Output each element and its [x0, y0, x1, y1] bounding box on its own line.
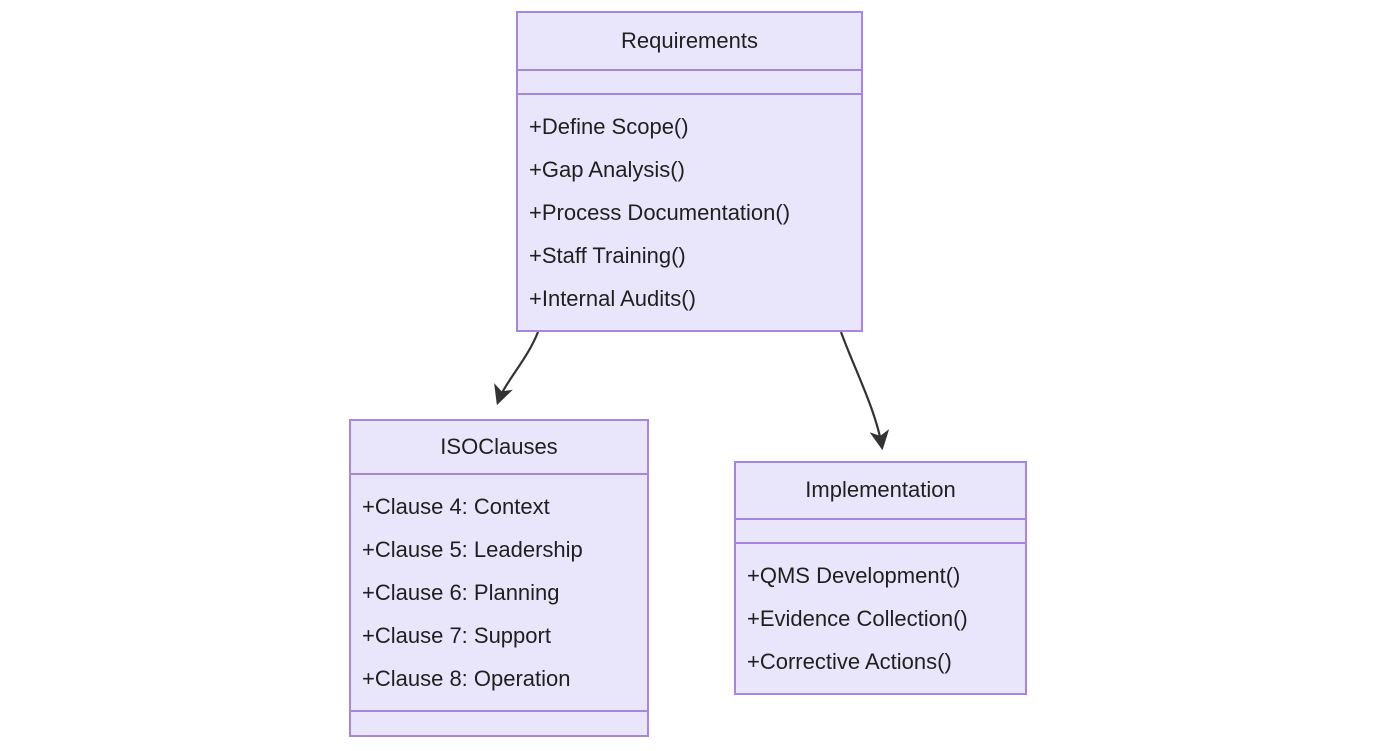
class-member: +Corrective Actions(): [747, 649, 952, 674]
class-member: +Internal Audits(): [529, 286, 696, 311]
uml-class-isoclauses[interactable]: ISOClauses +Clause 4: Context +Clause 5:…: [349, 419, 649, 737]
attributes-compartment-implementation: [736, 520, 1025, 542]
methods-compartment-requirements: +Define Scope() +Gap Analysis() +Process…: [518, 95, 861, 330]
class-member: +Clause 4: Context: [362, 494, 550, 519]
attributes-compartment-isoclauses: +Clause 4: Context +Clause 5: Leadership…: [351, 475, 647, 710]
uml-class-implementation[interactable]: Implementation +QMS Development() +Evide…: [734, 461, 1027, 695]
compartment-divider: [518, 93, 861, 95]
compartment-divider: [351, 710, 647, 712]
class-title-implementation: Implementation: [805, 477, 956, 503]
class-member: +QMS Development(): [747, 563, 961, 588]
uml-class-requirements[interactable]: Requirements +Define Scope() +Gap Analys…: [516, 11, 863, 332]
compartment-divider: [736, 542, 1025, 544]
compartment-divider: [351, 473, 647, 475]
methods-compartment-implementation: +QMS Development() +Evidence Collection(…: [736, 544, 1025, 693]
class-member: +Process Documentation(): [529, 200, 791, 225]
compartment-divider: [736, 518, 1025, 520]
class-member: +Staff Training(): [529, 243, 686, 268]
edge-requirements-isoclauses: [494, 331, 540, 406]
class-member: +Evidence Collection(): [747, 606, 968, 631]
class-member: +Define Scope(): [529, 114, 689, 139]
class-member: +Clause 8: Operation: [362, 666, 571, 691]
methods-compartment-isoclauses: [351, 712, 647, 734]
class-member: +Clause 6: Planning: [362, 580, 560, 605]
class-title-isoclauses: ISOClauses: [440, 433, 558, 459]
class-member: +Gap Analysis(): [529, 157, 685, 182]
compartment-divider: [518, 69, 861, 71]
class-member: +Clause 7: Support: [362, 623, 551, 648]
edge-requirements-implementation: [839, 331, 890, 451]
class-title-requirements: Requirements: [621, 27, 758, 53]
class-member: +Clause 5: Leadership: [362, 537, 583, 562]
attributes-compartment-requirements: [518, 71, 861, 93]
